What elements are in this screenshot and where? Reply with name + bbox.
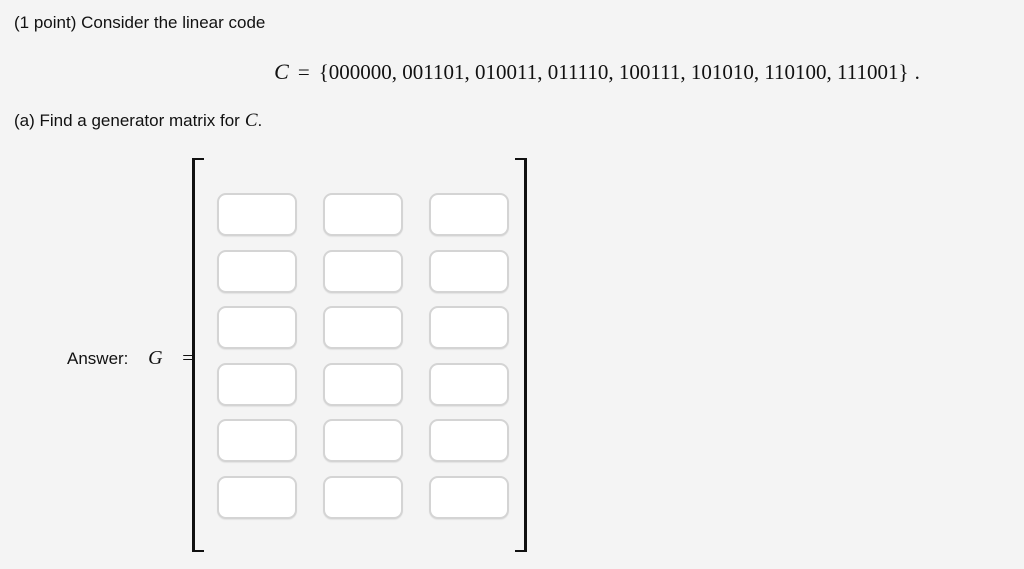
matrix-input-grid [217, 193, 509, 519]
equation-codeword-set: {000000, 001101, 010011, 011110, 100111,… [318, 60, 909, 84]
matrix-cell-input-r1c2[interactable] [323, 193, 403, 236]
matrix-cell-input-r2c3[interactable] [429, 249, 509, 293]
answer-variable: G [148, 347, 163, 369]
equation-variable: C [274, 59, 289, 84]
matrix-cell-input-r4c2[interactable] [323, 362, 403, 406]
matrix-cell-input-r3c2[interactable] [323, 306, 403, 349]
equation-period: . [914, 60, 920, 84]
part-a-prompt-text: (a) Find a generator matrix for [14, 111, 240, 130]
matrix-cell-input-r3c3[interactable] [429, 306, 509, 349]
equation-equals-sign: = [297, 60, 310, 84]
matrix-cell-input-r5c1[interactable] [217, 419, 297, 462]
generator-matrix [192, 158, 527, 552]
answer-equals-sign: = [182, 348, 193, 369]
matrix-cell-input-r2c1[interactable] [217, 249, 297, 293]
answer-label: Answer: [67, 349, 129, 368]
matrix-cell-input-r6c2[interactable] [323, 475, 403, 519]
problem-intro-text: (1 point) Consider the linear code [14, 13, 266, 32]
matrix-right-bracket [515, 158, 527, 552]
matrix-left-bracket [192, 158, 204, 552]
matrix-cell-input-r2c2[interactable] [323, 249, 403, 293]
matrix-cell-input-r3c1[interactable] [217, 306, 297, 349]
matrix-cell-input-r4c3[interactable] [429, 362, 509, 406]
matrix-cell-input-r6c3[interactable] [429, 475, 509, 519]
matrix-cell-input-r1c1[interactable] [217, 193, 297, 236]
code-equation: C = {000000, 001101, 010011, 011110, 10011… [85, 57, 1024, 87]
matrix-cell-input-r5c3[interactable] [429, 419, 509, 462]
part-a-variable: C [244, 110, 258, 131]
matrix-cell-input-r4c1[interactable] [217, 362, 297, 406]
part-a-period: . [257, 111, 263, 130]
answer-row: Answer: G = [67, 345, 193, 372]
matrix-cell-input-r5c2[interactable] [323, 419, 403, 462]
matrix-cell-input-r1c3[interactable] [429, 193, 509, 236]
matrix-cell-input-r6c1[interactable] [217, 475, 297, 519]
